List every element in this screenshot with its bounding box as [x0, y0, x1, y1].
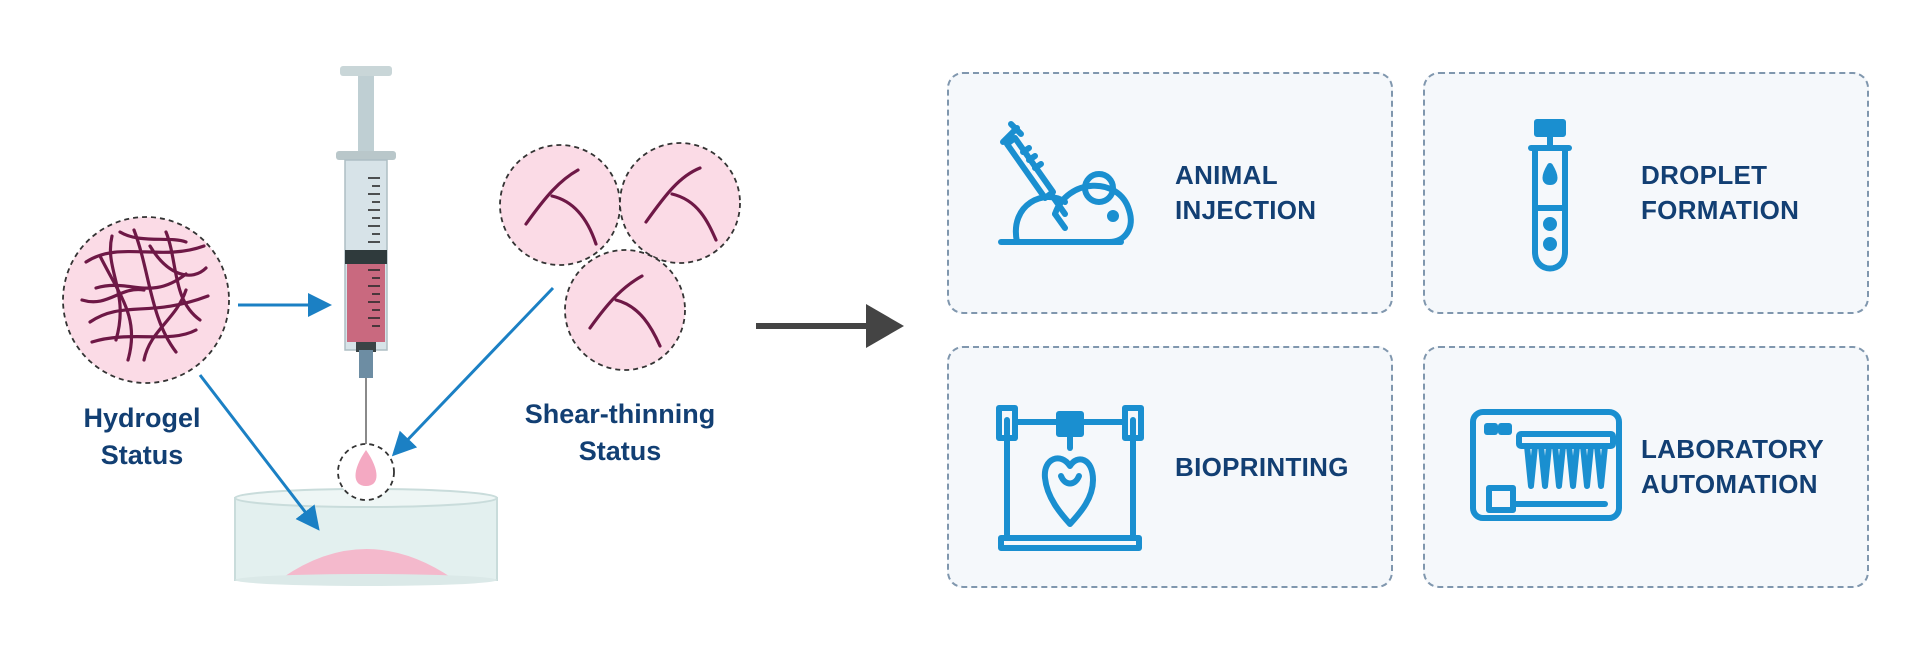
laboratory-automation-line2: AUTOMATION: [1641, 469, 1818, 499]
hydrogel-status-label: Hydrogel Status: [62, 400, 222, 474]
shear-label-line1: Shear-thinning: [524, 399, 716, 429]
droplet-formation-title: DROPLET FORMATION: [1641, 74, 1799, 312]
plunger-stopper: [345, 250, 387, 264]
arrow-to-dish: [198, 374, 320, 531]
bioprinting-line1: BIOPRINTING: [1175, 451, 1349, 482]
process-arrows: [198, 286, 555, 531]
droplet-formation-line2: FORMATION: [1641, 195, 1800, 225]
application-card-bioprinting: BIOPRINTING: [947, 346, 1393, 588]
droplet-formation-line1: DROPLET: [1641, 160, 1768, 190]
animal-injection-title: ANIMAL INJECTION: [1175, 74, 1316, 312]
plunger-rod: [358, 76, 374, 156]
shear-thinning-circles: [499, 142, 741, 371]
main-arrow: [756, 304, 904, 348]
laboratory-automation-icon: [1470, 409, 1622, 521]
application-card-animal-injection: ANIMAL INJECTION: [947, 72, 1393, 314]
animal-injection-line1: ANIMAL: [1175, 160, 1278, 190]
plunger-thumb: [340, 66, 392, 76]
bioprinting-icon: [996, 405, 1144, 551]
hydrogel-deposit: [282, 549, 452, 578]
droplet: [337, 443, 395, 501]
hydrogel-label-line1: Hydrogel: [83, 403, 201, 433]
needle-hub: [359, 350, 373, 378]
barrel-flange: [336, 151, 396, 160]
application-card-laboratory-automation: LABORATORY AUTOMATION: [1423, 346, 1869, 588]
arrow-to-droplet: [391, 286, 555, 457]
droplet-formation-icon: [1528, 119, 1572, 272]
laboratory-automation-line1: LABORATORY: [1641, 434, 1825, 464]
application-card-droplet-formation: DROPLET FORMATION: [1423, 72, 1869, 314]
syringe: [336, 66, 396, 445]
bioprinting-title: BIOPRINTING: [1175, 348, 1349, 586]
hydrogel-network-circle: [62, 216, 230, 384]
animal-injection-icon: [998, 121, 1134, 245]
shear-thinning-status-label: Shear-thinning Status: [505, 396, 735, 470]
petri-dish: [234, 488, 498, 586]
shear-label-line2: Status: [578, 436, 662, 466]
hydrogel-label-line2: Status: [100, 440, 184, 470]
animal-injection-line2: INJECTION: [1175, 195, 1317, 225]
laboratory-automation-title: LABORATORY AUTOMATION: [1641, 348, 1824, 586]
